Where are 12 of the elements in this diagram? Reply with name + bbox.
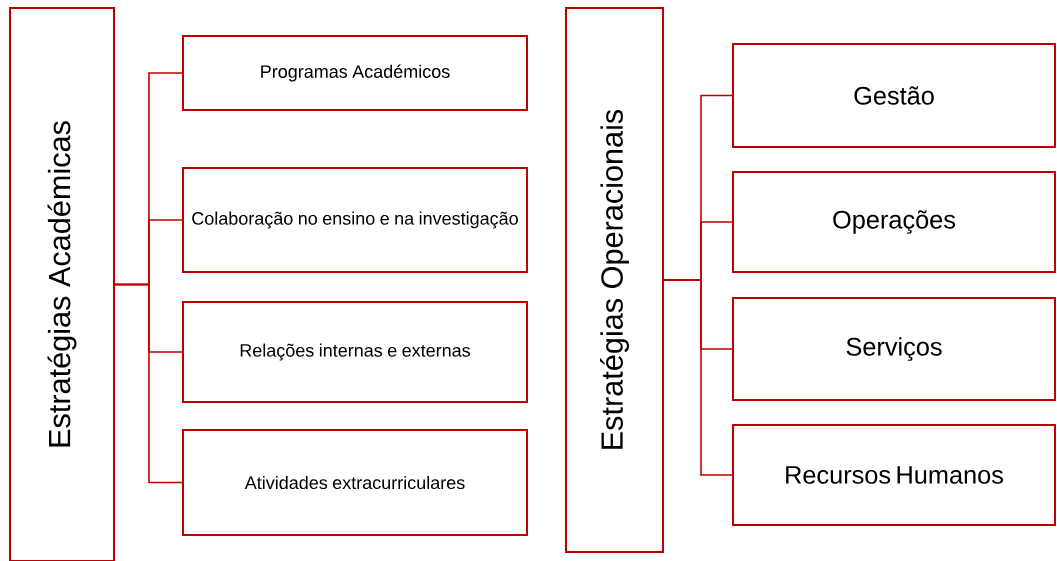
item-box: Atividades extracurriculares: [182, 429, 528, 536]
category-box: Estratégias Académicas: [9, 7, 115, 561]
item-box: Serviços: [732, 297, 1056, 401]
category-box: Estratégias Operacionais: [565, 7, 664, 553]
item-box: Operações: [732, 171, 1056, 273]
connector: [663, 279, 733, 476]
item-box: Gestão: [732, 43, 1056, 148]
item-box: Recursos Humanos: [732, 424, 1056, 526]
connector: [114, 283, 183, 484]
item-box: Programas Académicos: [182, 35, 528, 111]
item-box: Colaboração no ensino e na investigação: [182, 167, 528, 273]
item-box: Relações internas e externas: [182, 301, 528, 403]
